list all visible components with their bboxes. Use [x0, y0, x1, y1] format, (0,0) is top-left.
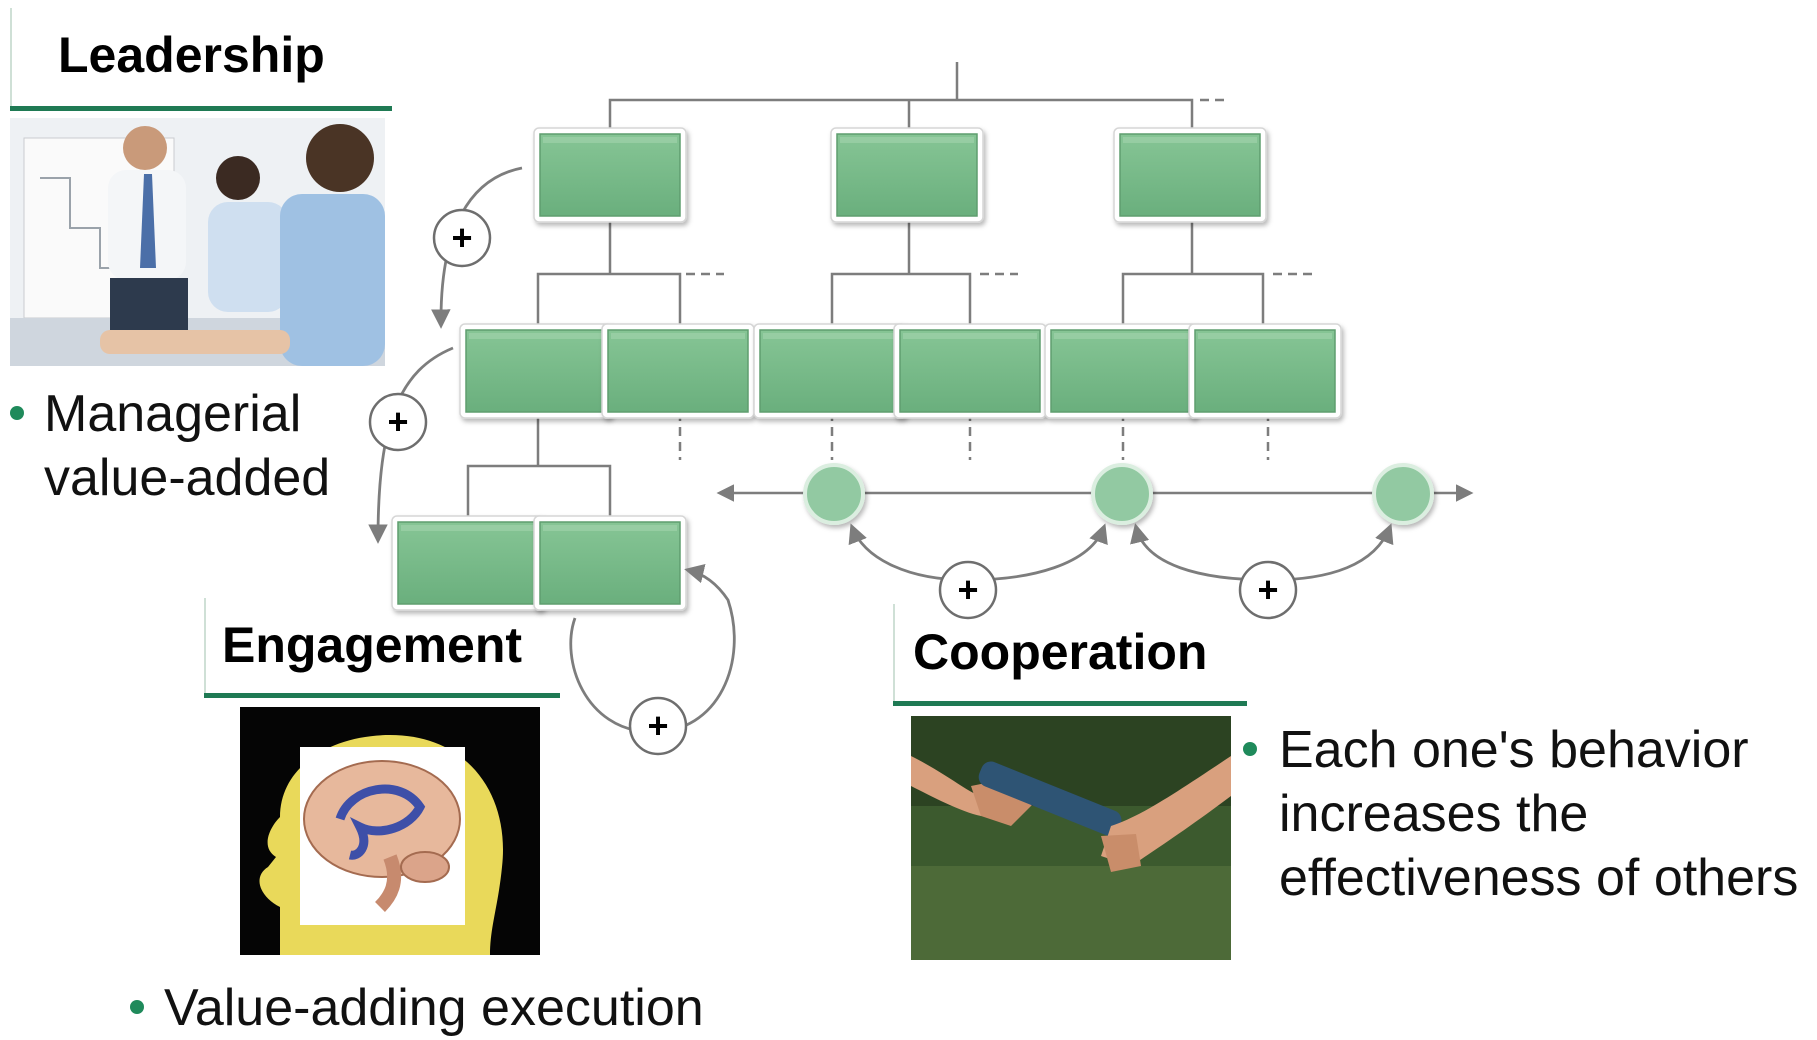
bullet-dot [10, 406, 24, 420]
cooperation-node [803, 463, 865, 525]
cooperation-heading-rule [893, 701, 1247, 706]
plus-label: + [1257, 569, 1278, 610]
plus-markers: + + + + + [368, 208, 1298, 756]
org-box [601, 323, 755, 419]
bullet-dot [130, 1000, 144, 1014]
head-brain-illustration [240, 707, 540, 955]
engagement-bullet: Value-adding execution [130, 976, 704, 1040]
org-box [1113, 127, 1267, 223]
plus-label: + [387, 401, 408, 442]
org-box [893, 323, 1047, 419]
plus-label: + [451, 217, 472, 258]
org-box [533, 515, 687, 611]
cooperation-bullet-line-1: Each one's behavior [1279, 721, 1749, 779]
reinforcement-arrows [368, 166, 1394, 734]
org-box [391, 515, 545, 611]
plus-marker: + [628, 696, 688, 756]
org-box [830, 127, 984, 223]
org-box [459, 323, 613, 419]
plus-marker: + [1238, 560, 1298, 620]
leadership-bullet: Managerial value-added [10, 382, 331, 510]
plus-marker: + [432, 208, 492, 268]
cooperation-bullet-line-3: effectiveness of others [1279, 849, 1799, 907]
cooperation-node [1091, 463, 1153, 525]
plus-marker: + [368, 392, 428, 452]
leadership-heading-rule [10, 106, 392, 111]
org-box [753, 323, 907, 419]
cooperation-node [1372, 463, 1434, 525]
business-meeting-photo [10, 118, 385, 366]
relay-baton-handoff-photo [911, 716, 1231, 960]
org-boxes [391, 127, 1342, 611]
org-box [1188, 323, 1342, 419]
cooperation-bullet-line-2: increases the [1279, 785, 1589, 843]
plus-marker: + [938, 560, 998, 620]
plus-label: + [647, 705, 668, 746]
engagement-heading: Engagement [222, 617, 523, 673]
bullet-dot [1243, 742, 1257, 756]
engagement-heading-stub [204, 598, 206, 696]
tree-connectors [466, 62, 1312, 522]
org-box [1044, 323, 1198, 419]
cooperation-heading: Cooperation [913, 624, 1208, 680]
cooperation-bullet: Each one's behavior increases the effect… [1243, 718, 1799, 910]
leadership-bullet-line-2: value-added [44, 449, 331, 507]
leadership-heading-stub [10, 8, 12, 108]
plus-label: + [957, 569, 978, 610]
org-box [533, 127, 687, 223]
cooperation-heading-stub [893, 604, 895, 704]
leadership-bullet-line-1: Managerial [44, 385, 302, 443]
engagement-bullet-line-1: Value-adding execution [164, 979, 704, 1037]
leadership-heading: Leadership [58, 27, 325, 83]
engagement-heading-rule [204, 693, 560, 698]
cooperation-nodes [803, 463, 1434, 525]
